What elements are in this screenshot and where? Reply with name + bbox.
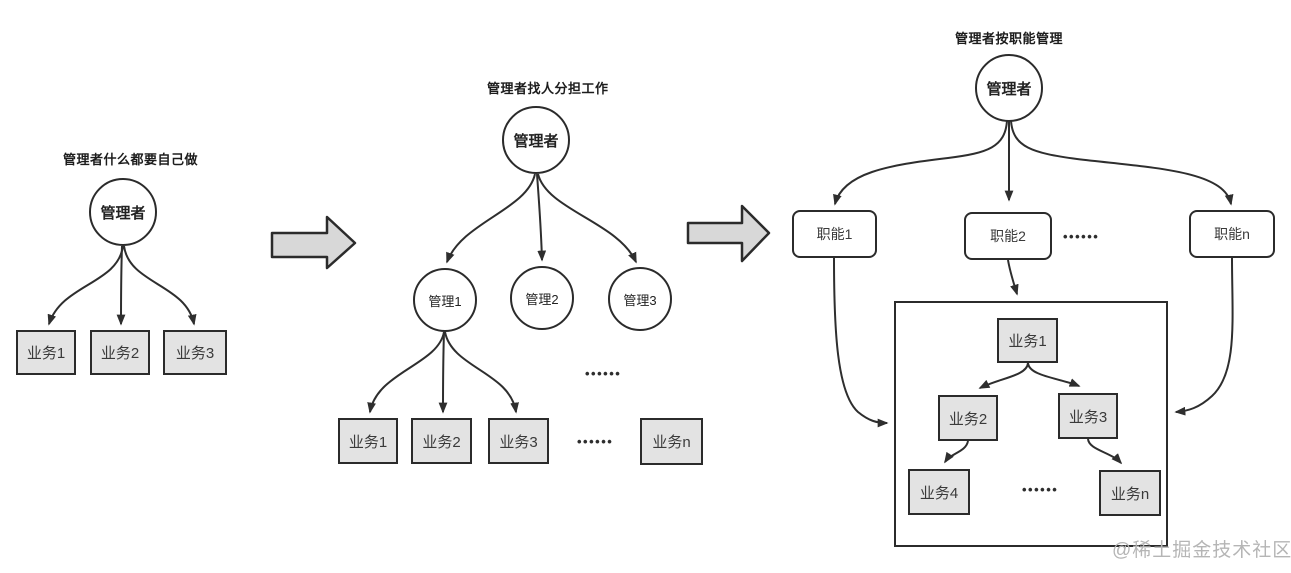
diagram3-function-box-2: 职能2	[964, 212, 1052, 260]
arrow-d3-biz3-to-bizn	[1087, 438, 1123, 465]
arrow-d3-root-to-func1	[833, 120, 1008, 206]
diagram3-connectors	[833, 120, 1234, 465]
arrow-d1-root-to-biz3	[123, 245, 197, 326]
arrow-d3-funcn-to-container	[1174, 257, 1234, 416]
diagram3-title: 管理者按职能管理	[955, 31, 1064, 46]
diagram2-business-box-2: 业务2	[411, 418, 472, 464]
diagram2-manager-circle: 管理者	[502, 106, 570, 174]
arrow-d3-biz1-to-biz3	[1027, 362, 1081, 387]
arrow-d3-func1-to-container	[833, 257, 889, 428]
arrow-d2-mgr1-to-biz1	[367, 331, 445, 414]
diagram2-submanager-circle-3: 管理3	[608, 267, 672, 331]
diagram2-business-box-3: 业务3	[488, 418, 549, 464]
diagram2-connectors	[367, 173, 637, 414]
diagram3-function-box-n: 职能n	[1189, 210, 1275, 258]
diagram3-business-box-n: 业务n	[1099, 470, 1161, 516]
diagram2-title: 管理者找人分担工作	[487, 81, 609, 96]
arrow-d2-mgr1-to-biz2	[438, 331, 448, 414]
diagram1-connectors	[47, 245, 197, 326]
diagram2-business-box-1: 业务1	[338, 418, 398, 464]
stage-transition-arrows	[270, 204, 771, 270]
arrow-d2-root-to-mgr1	[446, 173, 536, 264]
arrow-d3-biz2-to-biz4	[944, 440, 969, 464]
diagram3-business-box-3: 业务3	[1058, 393, 1118, 439]
arrow-d3-biz1-to-biz2	[978, 362, 1029, 389]
watermark: @稀土掘金技术社区	[1112, 540, 1291, 561]
diagram1-business-box-2: 业务2	[90, 330, 150, 375]
block-arrow-icon	[270, 215, 357, 270]
block-arrow-icon	[686, 204, 771, 263]
diagram3-business-box-4: 业务4	[908, 469, 970, 515]
arrow-d2-mgr1-to-biz3	[444, 331, 519, 414]
diagram3-business-box-1: 业务1	[997, 318, 1058, 363]
diagram1-title: 管理者什么都要自己做	[63, 152, 199, 167]
arrow-d2-root-to-mgr3	[537, 173, 637, 264]
diagram1-manager-circle: 管理者	[89, 178, 157, 246]
diagram2-submanager-circle-2: 管理2	[510, 266, 574, 330]
diagram3-manager-circle: 管理者	[975, 54, 1043, 122]
diagram1-business-box-3: 业务3	[163, 330, 227, 375]
diagram3-business-box-2: 业务2	[938, 395, 998, 441]
diagram2-business-box-n: 业务n	[640, 418, 703, 465]
ellipsis-dots: ••••••	[1063, 229, 1100, 244]
arrow-d3-root-to-funcn	[1010, 120, 1234, 206]
diagram2-submanager-circle-1: 管理1	[413, 268, 477, 332]
ellipsis-dots: ••••••	[585, 366, 622, 381]
arrow-d2-root-to-mgr2	[536, 173, 547, 262]
diagram1-business-box-1: 业务1	[16, 330, 76, 375]
business-container-rect	[894, 301, 1168, 547]
arrow-d3-func2-to-container	[1007, 259, 1019, 296]
ellipsis-dots: ••••••	[1022, 482, 1059, 497]
ellipsis-dots: ••••••	[577, 434, 614, 449]
arrow-d1-root-to-biz1	[47, 245, 124, 326]
arrow-d1-root-to-biz2	[116, 245, 126, 326]
diagram3-function-box-1: 职能1	[792, 210, 877, 258]
